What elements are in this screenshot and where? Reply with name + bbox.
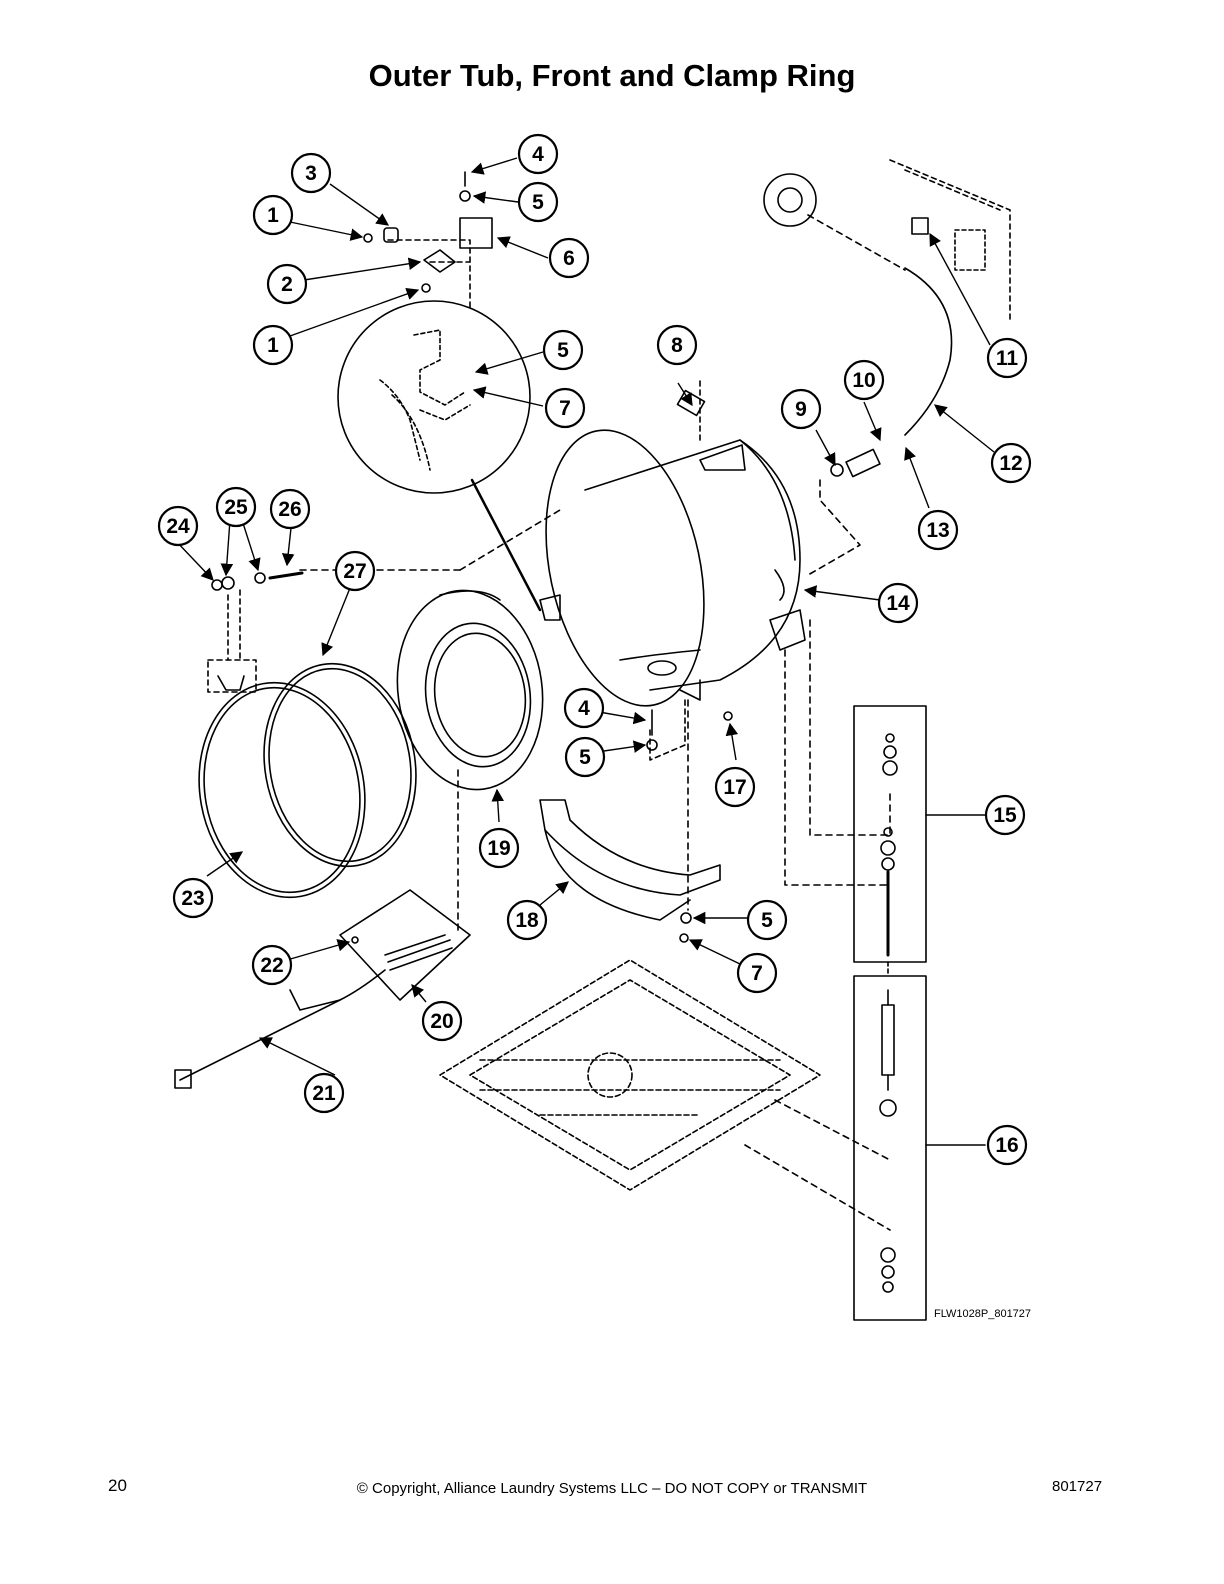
page-title: Outer Tub, Front and Clamp Ring xyxy=(368,58,856,93)
callout-number: 13 xyxy=(926,519,949,542)
top-hardware xyxy=(363,171,493,311)
callout-5: 5 xyxy=(517,181,559,223)
figure-reference: FLW1028P_801727 xyxy=(934,1308,1032,1320)
callout-24: 24 xyxy=(157,505,199,547)
detail-magnifier xyxy=(337,300,542,612)
callout-number: 17 xyxy=(723,776,746,799)
callout-number: 10 xyxy=(852,369,875,392)
document-number: 801727 xyxy=(1052,1478,1103,1495)
heater-element xyxy=(174,769,471,1089)
callout-27: 27 xyxy=(334,550,376,592)
callout-number: 23 xyxy=(181,887,204,910)
callout-number: 24 xyxy=(166,515,190,538)
clamp-ring xyxy=(198,659,366,899)
base-frame xyxy=(439,959,821,1191)
callout-13: 13 xyxy=(917,509,959,551)
callout-9: 9 xyxy=(780,388,822,430)
callout-19: 19 xyxy=(478,827,520,869)
callout-25: 25 xyxy=(215,486,257,528)
callout-number: 12 xyxy=(999,452,1022,475)
tub-front xyxy=(396,589,544,791)
callout-number: 16 xyxy=(995,1134,1018,1157)
callout-1: 1 xyxy=(252,324,294,366)
callout-number: 5 xyxy=(557,339,569,362)
callout-5: 5 xyxy=(564,736,606,778)
callout-7: 7 xyxy=(736,952,778,994)
page-number: 20 xyxy=(108,1476,127,1495)
callout-5: 5 xyxy=(746,899,788,941)
callout-number: 7 xyxy=(751,962,763,985)
callout-17: 17 xyxy=(714,766,756,808)
callout-number: 22 xyxy=(260,954,283,977)
callout-number: 25 xyxy=(224,496,248,519)
callout-number: 5 xyxy=(579,746,591,769)
spring-box xyxy=(853,705,927,963)
support-bracket xyxy=(539,699,733,943)
callout-12: 12 xyxy=(990,442,1032,484)
callout-5: 5 xyxy=(542,329,584,371)
callout-6: 6 xyxy=(548,237,590,279)
callout-number: 3 xyxy=(305,162,317,185)
callout-number: 1 xyxy=(267,204,279,227)
callout-15: 15 xyxy=(984,794,1026,836)
callout-number: 5 xyxy=(761,909,773,932)
callout-4: 4 xyxy=(563,687,605,729)
callout-18: 18 xyxy=(506,899,548,941)
callout-8: 8 xyxy=(656,324,698,366)
callout-21: 21 xyxy=(303,1072,345,1114)
callout-10: 10 xyxy=(843,359,885,401)
callout-23: 23 xyxy=(172,877,214,919)
callout-number: 14 xyxy=(886,592,910,615)
callout-4: 4 xyxy=(517,133,559,175)
callout-1: 1 xyxy=(252,194,294,236)
callout-22: 22 xyxy=(251,944,293,986)
callout-2: 2 xyxy=(266,263,308,305)
callout-14: 14 xyxy=(877,582,919,624)
callout-number: 1 xyxy=(267,334,279,357)
callout-26: 26 xyxy=(269,488,311,530)
callout-number: 4 xyxy=(578,697,590,720)
callout-20: 20 xyxy=(421,1000,463,1042)
callout-number: 2 xyxy=(281,273,293,296)
callout-16: 16 xyxy=(986,1124,1028,1166)
callout-number: 20 xyxy=(430,1010,453,1033)
callout-number: 5 xyxy=(532,191,544,214)
callout-number: 18 xyxy=(515,909,539,932)
outer-tub xyxy=(459,379,806,707)
callout-number: 4 xyxy=(532,143,544,166)
callout-11: 11 xyxy=(986,337,1028,379)
callout-number: 21 xyxy=(312,1082,336,1105)
pressure-sensor-assembly xyxy=(763,159,1011,576)
gasket-ring xyxy=(263,662,417,868)
callout-7: 7 xyxy=(544,387,586,429)
callout-number: 8 xyxy=(671,334,683,357)
callout-number: 15 xyxy=(993,804,1017,827)
callout-number: 7 xyxy=(559,397,571,420)
copyright-notice: © Copyright, Alliance Laundry Systems LL… xyxy=(356,1480,868,1497)
callout-number: 26 xyxy=(278,498,301,521)
callout-3: 3 xyxy=(290,152,332,194)
clamp-hardware xyxy=(211,569,461,661)
callout-number: 19 xyxy=(487,837,510,860)
callout-number: 11 xyxy=(996,347,1019,370)
callout-number: 6 xyxy=(563,247,575,270)
callout-number: 27 xyxy=(343,560,366,583)
callout-number: 9 xyxy=(795,398,807,421)
damper-box xyxy=(853,961,927,1321)
